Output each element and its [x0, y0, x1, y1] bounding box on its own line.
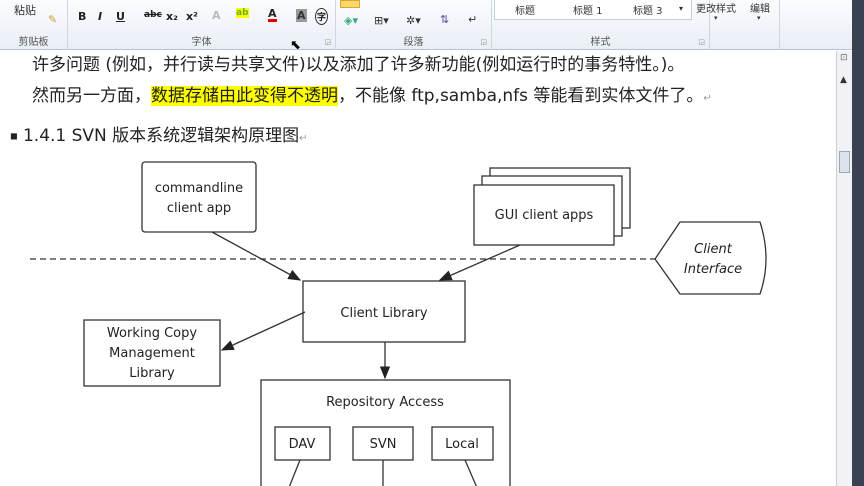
svn-architecture-diagram: commandline client app GUI client apps C…: [30, 161, 767, 486]
local-box: [431, 426, 494, 461]
svn-label: SVN: [370, 437, 397, 452]
scroll-up-icon[interactable]: ▲: [840, 75, 847, 85]
working-copy-label-3: Library: [129, 366, 175, 381]
change-styles-button[interactable]: 更改样式: [696, 4, 736, 15]
format-painter-icon[interactable]: ✎: [48, 13, 58, 26]
show-marks-icon[interactable]: ↵: [468, 13, 478, 26]
paragraph-dialog-launcher-icon[interactable]: ◲: [480, 38, 487, 46]
bold-button[interactable]: B: [78, 10, 87, 23]
superscript-button[interactable]: x²: [186, 10, 198, 23]
change-styles-dropdown-icon[interactable]: ▾: [714, 14, 718, 22]
commandline-label: commandline: [155, 181, 243, 196]
section-heading: ■ 1.4.1 SVN 版本系统逻辑架构原理图↵: [10, 121, 308, 146]
document-page[interactable]: 许多问题 (例如，并行读与共享文件)以及添加了许多新功能(例如运行时的事务特性。…: [0, 51, 836, 486]
style-heading-1[interactable]: 标题 1: [573, 6, 603, 17]
styles-group-label: 样式: [590, 37, 611, 48]
borders-icon[interactable]: ⊞▾: [374, 14, 389, 27]
style-heading-3[interactable]: 标题 3: [633, 6, 663, 17]
sort-icon[interactable]: ⇅: [440, 13, 450, 26]
paragraph-group: ◈▾ ⊞▾ ✲▾ ⇅ ↵ 段落 ◲: [336, 0, 492, 50]
line2-start: 然而另一方面，: [32, 86, 151, 106]
paragraph-group-label: 段落: [403, 37, 424, 48]
editing-button[interactable]: 编辑: [750, 4, 770, 15]
font-color-button[interactable]: A: [268, 7, 277, 22]
clipboard-group: 粘贴 ✎ 剪贴板: [0, 0, 68, 50]
dav-label: DAV: [289, 437, 316, 452]
line2-end: ，不能像 ftp,samba,nfs 等能看到实体文件了。: [338, 86, 704, 106]
arrow-gui: [438, 244, 521, 281]
asian-layout-icon[interactable]: ✲▾: [406, 14, 421, 27]
enclose-char-button[interactable]: 字: [315, 8, 329, 25]
text-effects-icon[interactable]: A: [212, 9, 221, 22]
client-interface-label-2: Interface: [684, 262, 742, 277]
client-library-label: Client Library: [340, 306, 428, 321]
highlighted-text: 数据存储由此变得不透明: [151, 86, 338, 106]
styles-dialog-launcher-icon[interactable]: ◲: [698, 38, 705, 46]
client-interface-label: Client: [694, 242, 733, 257]
mouse-cursor-icon: ⬉: [290, 38, 301, 53]
clipboard-group-label: 剪贴板: [18, 37, 49, 48]
underline-button[interactable]: U: [116, 10, 125, 23]
style-heading[interactable]: 标题: [515, 6, 535, 17]
window-edge: [852, 0, 864, 486]
bullet-icon: ■: [10, 131, 18, 141]
styles-group: 样式 ◲: [492, 0, 710, 50]
paragraph-line-2: 然而另一方面，数据存储由此变得不透明，不能像 ftp,samba,nfs 等能看…: [32, 81, 712, 106]
heading-text: 1.4.1 SVN 版本系统逻辑架构原理图: [22, 126, 300, 146]
svn-box: [352, 426, 414, 461]
font-group-label: 字体: [191, 37, 212, 48]
ruler-toggle-icon[interactable]: ⊡: [840, 53, 848, 63]
paragraph-mark-icon: ↵: [299, 133, 308, 144]
strikethrough-button[interactable]: abc: [144, 10, 162, 20]
editing-dropdown-icon[interactable]: ▾: [757, 14, 761, 22]
working-copy-box: [83, 319, 221, 387]
style-gallery: 标题 标题 1 标题 3 ▾: [494, 0, 692, 20]
char-shading-button[interactable]: A: [296, 9, 307, 22]
vertical-scrollbar[interactable]: ⊡ ▲: [836, 51, 852, 486]
commandline-box: [141, 161, 257, 233]
dav-box: [274, 426, 331, 461]
line-dav-down: [288, 459, 301, 486]
align-left-button[interactable]: [340, 0, 360, 8]
highlight-button[interactable]: ab: [236, 8, 249, 18]
arrow-commandline: [211, 231, 302, 281]
gallery-more-icon[interactable]: ▾: [679, 4, 684, 13]
editing-group: 编辑 ▾: [740, 0, 780, 50]
gui-box: [473, 184, 615, 246]
client-library-box: [302, 280, 466, 343]
scroll-thumb[interactable]: [839, 151, 850, 173]
gui-label: GUI client apps: [495, 208, 594, 223]
local-label: Local: [445, 437, 479, 452]
commandline-label-2: client app: [167, 201, 231, 216]
working-copy-label: Working Copy: [107, 326, 197, 341]
paragraph-mark-icon: ↵: [703, 93, 712, 104]
font-group: B I U abc x₂ x² A ab A A 字 字体 ◲: [68, 0, 336, 50]
subscript-button[interactable]: x₂: [166, 10, 178, 23]
working-copy-label-2: Management: [109, 346, 195, 361]
italic-button[interactable]: I: [98, 10, 103, 23]
line-local-down: [464, 459, 477, 486]
repository-access-label: Repository Access: [326, 395, 444, 410]
paragraph-line-1: 许多问题 (例如，并行读与共享文件)以及添加了许多新功能(例如运行时的事务特性。…: [32, 55, 685, 75]
paste-button[interactable]: 粘贴: [14, 4, 36, 17]
shading-icon[interactable]: ◈▾: [344, 14, 358, 27]
arrow-working-copy: [220, 311, 306, 351]
ribbon: 粘贴 ✎ 剪贴板 B I U abc x₂ x² A ab A A 字 字体 ◲…: [0, 0, 864, 53]
font-dialog-launcher-icon[interactable]: ◲: [324, 38, 331, 46]
client-interface-shape: [654, 221, 767, 295]
